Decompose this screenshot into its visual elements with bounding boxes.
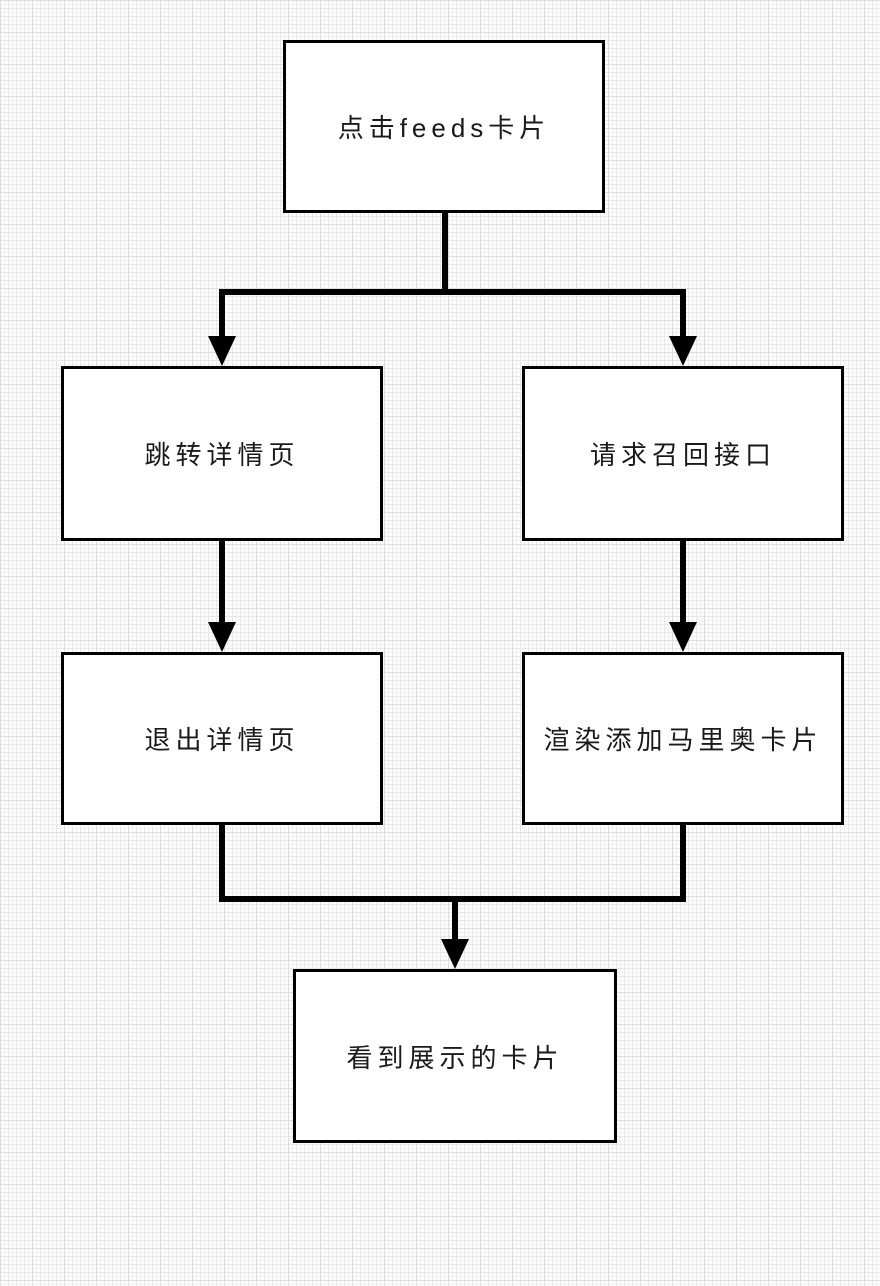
- flow-node-label: 渲染添加马里奥卡片: [543, 725, 823, 755]
- arrowhead-icon: [441, 939, 469, 969]
- flow-node-render-mario-card[interactable]: 渲染添加马里奥卡片: [522, 652, 844, 825]
- arrowhead-icon: [208, 622, 236, 652]
- flow-node-label: 看到展示的卡片: [346, 1042, 564, 1073]
- flow-node-see-displayed-card[interactable]: 看到展示的卡片: [293, 969, 617, 1143]
- edge-branch-bracket: [219, 289, 686, 344]
- flow-node-label: 跳转详情页: [144, 440, 300, 470]
- flow-node-request-recall-api[interactable]: 请求召回接口: [522, 366, 844, 541]
- flow-node-label: 退出详情页: [144, 725, 300, 755]
- arrowhead-icon: [208, 336, 236, 366]
- flow-node-label: 请求召回接口: [589, 440, 776, 470]
- flow-node-label: 点击feeds卡片: [337, 113, 551, 143]
- arrowhead-icon: [669, 336, 697, 366]
- flow-node-jump-detail-page[interactable]: 跳转详情页: [61, 366, 383, 541]
- flow-node-click-feeds-card[interactable]: 点击feeds卡片: [283, 40, 605, 213]
- edge-merge-bracket: [219, 825, 686, 902]
- arrowhead-icon: [669, 622, 697, 652]
- flow-node-exit-detail-page[interactable]: 退出详情页: [61, 652, 383, 825]
